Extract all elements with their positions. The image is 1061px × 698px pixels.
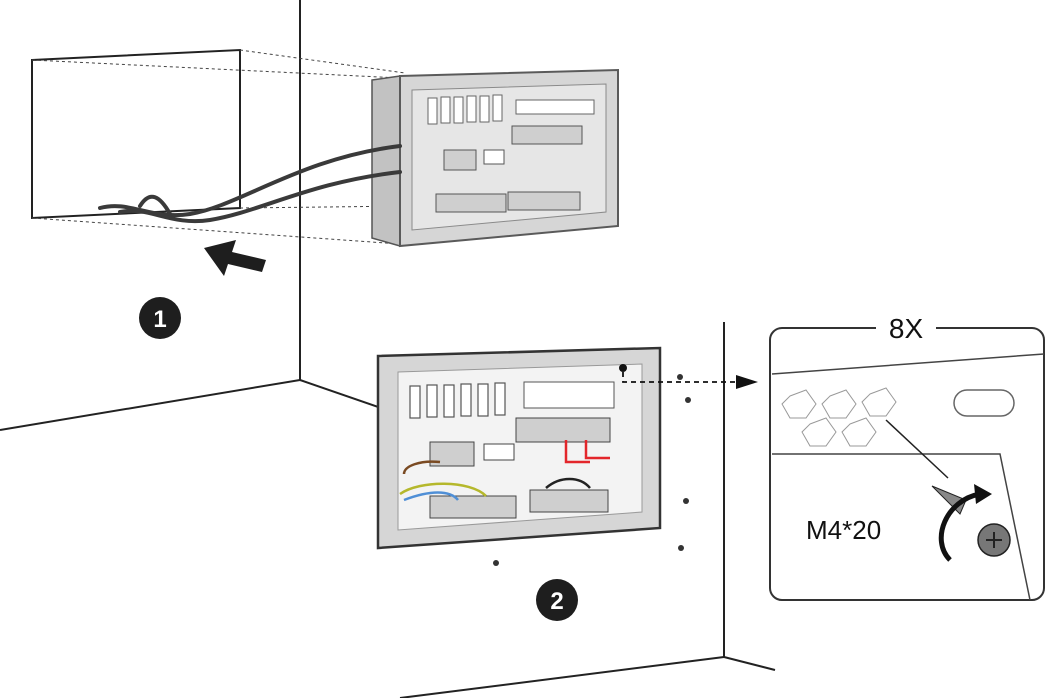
step-2-number: 2 bbox=[550, 588, 563, 615]
step-1-number: 1 bbox=[153, 306, 166, 333]
alignment-guides bbox=[31, 49, 411, 245]
insert-arrow bbox=[204, 240, 266, 276]
wires bbox=[399, 440, 610, 502]
phillips-cross bbox=[986, 532, 1002, 548]
step-2-badge bbox=[536, 579, 578, 621]
terminal-block bbox=[435, 193, 507, 213]
wall-outline bbox=[0, 0, 776, 698]
honeycomb-pattern bbox=[781, 387, 897, 447]
rotation-arrow bbox=[938, 491, 981, 562]
quantity-label: 8X bbox=[889, 313, 924, 344]
detail-leader bbox=[622, 372, 736, 383]
detail-label-gap bbox=[876, 318, 936, 338]
terminal-block bbox=[511, 125, 583, 145]
rotation-arrowhead bbox=[974, 484, 992, 504]
terminal-block bbox=[443, 149, 477, 171]
mounting-slot bbox=[953, 389, 1015, 417]
terminal-block bbox=[515, 417, 611, 443]
step-1-illustration: 1 bbox=[31, 48, 619, 339]
detail-frame-edge bbox=[771, 353, 1045, 601]
relay-row bbox=[427, 94, 503, 125]
detail-pointer bbox=[885, 419, 949, 479]
cables bbox=[98, 144, 402, 224]
screw-detail-callout: 8X M4*20 bbox=[769, 313, 1045, 601]
wall-recess bbox=[31, 48, 241, 220]
screws bbox=[493, 374, 691, 566]
terminal-block bbox=[507, 191, 581, 211]
connector bbox=[483, 443, 515, 461]
connector bbox=[483, 149, 505, 165]
terminal-block bbox=[523, 381, 615, 409]
terminal-block bbox=[429, 441, 475, 467]
terminal-block bbox=[529, 489, 609, 513]
screw-point bbox=[619, 364, 627, 372]
terminal-block bbox=[515, 99, 595, 115]
terminal-block bbox=[429, 495, 517, 519]
step-2-illustration: 2 bbox=[376, 346, 758, 621]
relay-row bbox=[409, 382, 506, 419]
detail-frame bbox=[769, 327, 1045, 601]
box-side bbox=[371, 75, 401, 247]
step-1-badge bbox=[139, 297, 181, 339]
leader-arrowhead bbox=[736, 375, 758, 389]
screw-size-label: M4*20 bbox=[806, 515, 881, 545]
